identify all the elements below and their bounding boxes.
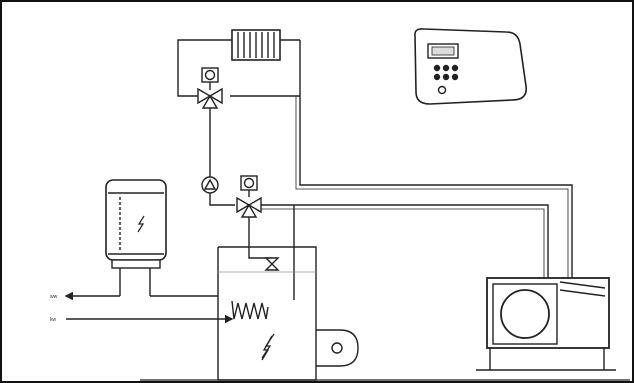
mixing-valve-upper (197, 67, 223, 109)
radiator (231, 29, 281, 61)
heat-exchanger-coil (231, 300, 269, 320)
blower-fan (316, 329, 359, 367)
tank-inlet-valve (264, 257, 280, 271)
heat-pump-return-pipe (261, 204, 549, 300)
electric-water-heater (105, 179, 167, 296)
outlet-label-kw: kw (50, 317, 57, 323)
pump-to-valve-pipe (209, 193, 235, 206)
circulation-pump (201, 176, 219, 194)
outlet-label-ww: ww (50, 294, 58, 300)
heat-pump-unit (476, 277, 616, 371)
domestic-water-pipes (64, 291, 234, 324)
heat-pump-flow-pipe (295, 96, 573, 278)
controller-panel (414, 28, 528, 105)
mixing-valve-lower (236, 175, 262, 218)
